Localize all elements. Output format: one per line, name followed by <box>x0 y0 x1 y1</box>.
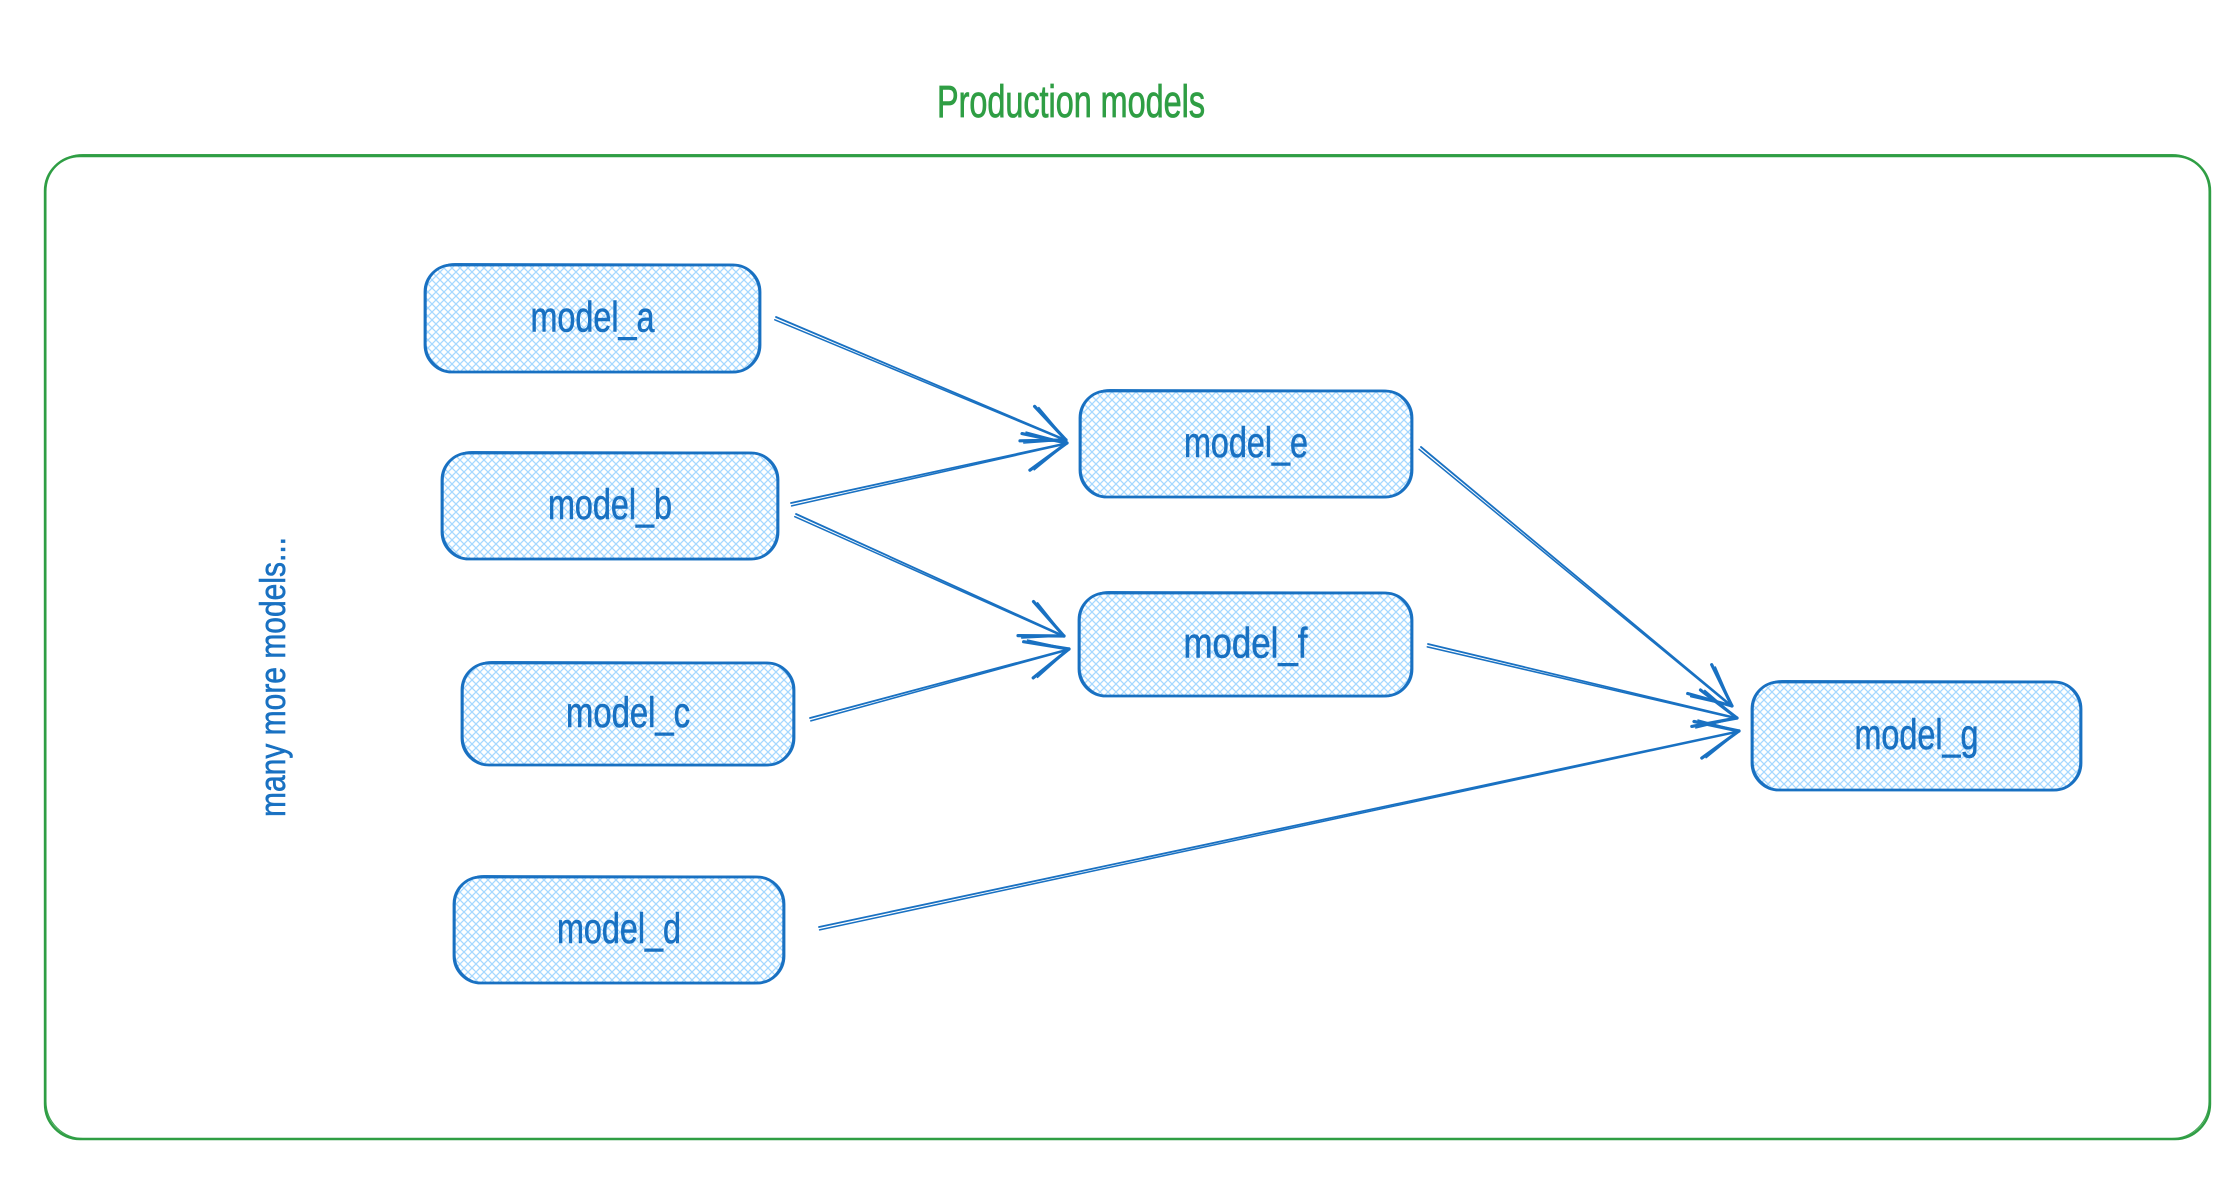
svg-text:model_c: model_c <box>566 689 690 737</box>
svg-text:model_g: model_g <box>1855 711 1979 759</box>
svg-text:model_b: model_b <box>548 481 672 529</box>
svg-text:many more models...: many more models... <box>252 537 293 817</box>
svg-text:Production models: Production models <box>937 76 1205 127</box>
svg-text:model_e: model_e <box>1184 419 1308 467</box>
svg-text:model_a: model_a <box>531 294 655 342</box>
svg-text:model_f: model_f <box>1184 620 1309 668</box>
svg-text:model_d: model_d <box>557 905 681 953</box>
